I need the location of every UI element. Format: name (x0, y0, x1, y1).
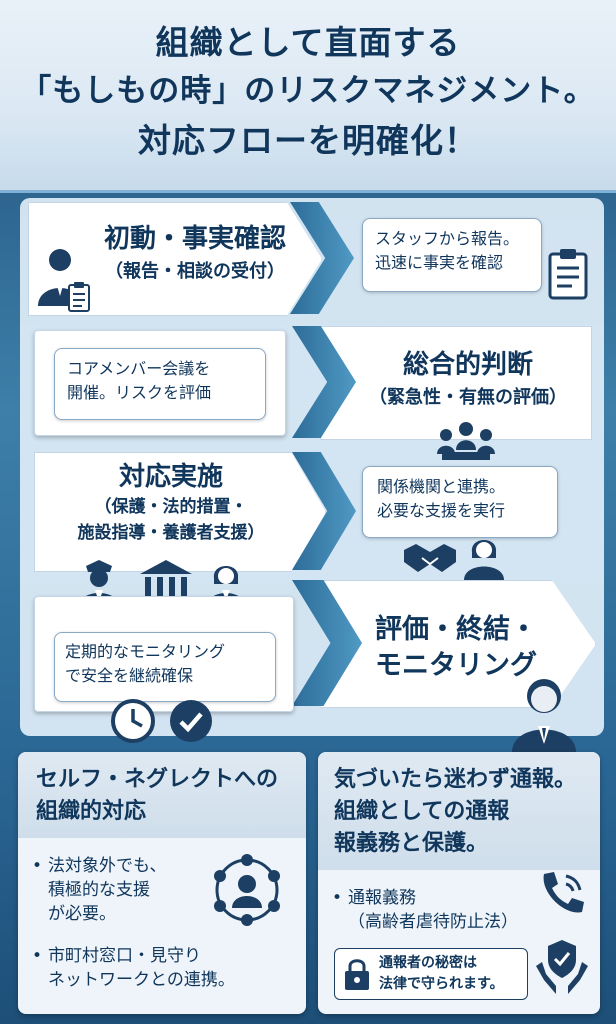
step3-arrow (34, 452, 326, 572)
step1-note: スタッフから報告。 迅速に事実を確認 (362, 218, 542, 292)
bullet-dot: • (332, 888, 343, 908)
meeting-icon (437, 422, 495, 460)
bullet2-line1: 市町村窓口・見守り (48, 946, 201, 966)
secrecy-line1: 通報者の秘密は (379, 955, 477, 971)
step2-note: コアメンバー会議を 開催。リスクを評価 (54, 348, 266, 420)
report-duty-heading: 気づいたら迷わず通報。 組織としての通報 報義務と保護。 (318, 752, 600, 870)
step4-note: 定期的なモニタリング で安全を継続確保 (54, 632, 276, 702)
phone-icon (543, 872, 584, 913)
bullet-dot: • (32, 856, 43, 876)
report-heading-line3: 報義務と保護。 (334, 831, 489, 856)
bullet-dot: • (32, 946, 43, 966)
network-person-icon (214, 854, 280, 926)
step3-note: 関係機関と連携。 必要な支援を実行 (362, 466, 558, 538)
step4-note-line1: 定期的なモニタリング (65, 642, 226, 661)
step3-note-line1: 関係機関と連携。 (377, 477, 506, 496)
clipboard-icon (548, 249, 588, 300)
bullet1-line1: 法対象外でも、 (48, 856, 167, 876)
lock-icon (345, 959, 369, 990)
woman-staff-icon (464, 540, 504, 580)
report-bullet1-line1: 通報義務 (348, 888, 416, 908)
self-neglect-heading: セルフ・ネグレクトへの 組織的対応 (18, 752, 306, 838)
title-line-2: 「もしもの時」のリスクマネジメント。 (20, 73, 596, 109)
secrecy-box: 通報者の秘密は 法律で守られます。 (334, 948, 528, 1000)
checkmark-icon (170, 700, 212, 742)
self-neglect-heading-line1: セルフ・ネグレクトへの (36, 767, 279, 792)
self-neglect-heading-line2: 組織的対応 (36, 799, 147, 824)
title-line-3: 対応フローを明確化！ (138, 121, 478, 160)
step1-note-line1: スタッフから報告。 (375, 229, 520, 248)
step2-arrow (320, 326, 592, 440)
bullet2-line2: ネットワークとの連携。 (48, 970, 235, 990)
step3-subtitle-line2: 施設指導・養護者支援） (77, 523, 265, 543)
header-banner: 組織として直面する 「もしもの時」のリスクマネジメント。 対応フローを明確化！ (0, 0, 616, 193)
step1-subtitle: （報告・相談の受付） (105, 261, 285, 282)
bullet1-line2: 積極的な支援 (48, 880, 150, 900)
page-title: 組織として直面する 「もしもの時」のリスクマネジメント。 対応フローを明確化！ (0, 18, 616, 165)
report-duty-panel: 気づいたら迷わず通報。 組織としての通報 報義務と保護。 • 通報義務 （高齢者… (318, 752, 600, 1014)
handshake-icon (404, 544, 456, 572)
businessman-icon (512, 679, 576, 752)
step1-note-line2: 迅速に事実を確認 (375, 253, 504, 272)
step2-title: 総合的判断 (402, 350, 533, 380)
report-bullet1-line2: （高齢者虐待防止法） (348, 912, 518, 932)
step4-note-line2: で安全を継続確保 (65, 666, 194, 685)
step1-title: 初動・事実確認 (103, 224, 286, 254)
self-neglect-panel: セルフ・ネグレクトへの 組織的対応 • 法対象外でも、 積極的な支援 が必要。 … (18, 752, 306, 1014)
step4-title-line2: モニタリング (375, 650, 537, 681)
step3-title: 対応実施 (118, 462, 223, 492)
bullet1-line3: が必要。 (48, 904, 116, 924)
title-line-1: 組織として直面する (155, 23, 461, 62)
step2-subtitle: （緊急性・有無の評価） (369, 387, 567, 408)
step2-note-line2: 開催。リスクを評価 (67, 383, 212, 402)
clipboard-icon (68, 282, 90, 312)
secrecy-line2: 法律で守られます。 (379, 976, 504, 992)
step4-title-line1: 評価・終結・ (375, 614, 537, 645)
step3-subtitle-line1: （保護・法的措置・ (94, 497, 248, 517)
step2-note-line1: コアメンバー会議を (67, 359, 211, 378)
report-heading-line1: 気づいたら迷わず通報。 (334, 767, 577, 792)
step3-note-line2: 必要な支援を実行 (377, 501, 506, 520)
shield-hands-icon (536, 940, 588, 994)
report-heading-line2: 組織としての通報 (334, 799, 510, 824)
clock-icon (111, 699, 155, 743)
